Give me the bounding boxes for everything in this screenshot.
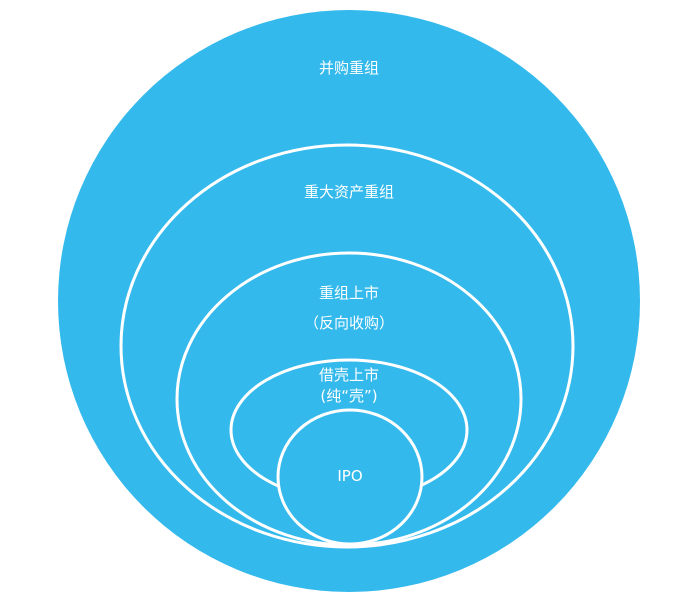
- ellipse-major-asset: [119, 143, 575, 549]
- label-line: IPO: [337, 467, 363, 485]
- label-ipo: IPO: [337, 466, 362, 486]
- label-backdoor-listing: 重组上市 （反向收购）: [304, 278, 394, 338]
- label-shell-listing: 借壳上市 (纯“壳”): [319, 365, 379, 407]
- label-major-asset: 重大资产重组: [304, 182, 394, 202]
- label-merger: 并购重组: [319, 58, 379, 78]
- label-line: 重组上市: [318, 284, 380, 302]
- label-line: 借壳上市: [318, 366, 380, 384]
- outer-circle-merger: [58, 10, 640, 592]
- label-line: (纯“壳”): [320, 387, 378, 405]
- label-line: 重大资产重组: [303, 183, 395, 201]
- label-line: （反向收购）: [303, 314, 395, 332]
- circle-ipo: [276, 408, 424, 546]
- label-line: 并购重组: [318, 59, 380, 77]
